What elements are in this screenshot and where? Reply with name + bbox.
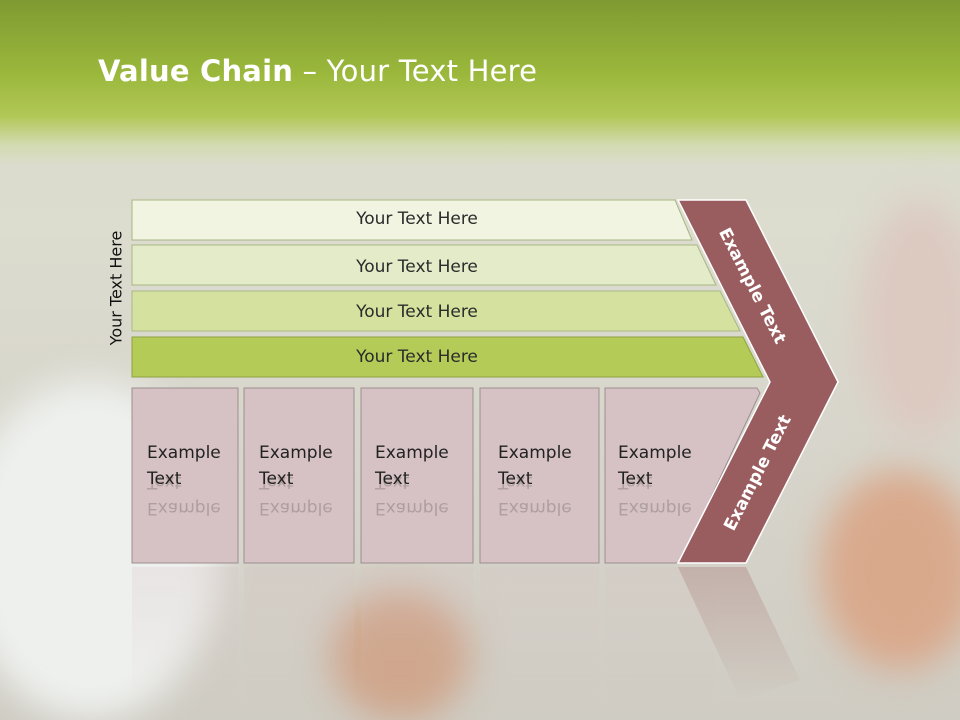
title-bold: Value Chain [98, 54, 294, 88]
row-bar-1 [131, 199, 693, 241]
reflect-label-5-line1: Example [618, 498, 692, 518]
reflect-label-1-line1: Example [147, 498, 221, 518]
box-4 [479, 387, 600, 564]
row-label-4: Your Text Here [356, 347, 478, 367]
box-label-3-line2: Text [375, 469, 410, 489]
reflect-label-4: Example Text [498, 469, 572, 521]
reflect-label-3: Example Text [375, 469, 449, 521]
background-blur-right [860, 200, 960, 440]
box-3 [360, 387, 474, 564]
chevron-arrow [676, 199, 839, 564]
reflect-label-4-line1: Example [498, 498, 572, 518]
row-bar-2 [131, 244, 717, 286]
row-bar-3 [131, 290, 741, 332]
box-1 [131, 387, 239, 564]
background-blur-hand [820, 470, 960, 670]
reflect-label-1: Example Text [147, 469, 221, 521]
reflect-label-2-line1: Example [259, 498, 333, 518]
boxes-reflection [132, 567, 800, 707]
title-rest: – Your Text Here [293, 54, 538, 88]
reflect-label-4-line2: Text [498, 472, 533, 492]
box-label-3-line1: Example [375, 443, 449, 463]
box-5 [604, 387, 761, 564]
box-label-5-line2: Text [618, 469, 653, 489]
box-2 [243, 387, 355, 564]
box-label-4-line2: Text [498, 469, 533, 489]
box-label-5-line1: Example [618, 443, 692, 463]
box-label-2-line1: Example [259, 443, 333, 463]
reflect-label-3-line2: Text [375, 472, 410, 492]
row-label-3: Your Text Here [356, 302, 478, 322]
box-label-2-line2: Text [259, 469, 294, 489]
box-label-4-line1: Example [498, 443, 572, 463]
header-band [0, 0, 960, 165]
row-label-2: Your Text Here [356, 257, 478, 277]
slide-title: Value Chain – Your Text Here [98, 54, 537, 88]
reflect-label-2-line2: Text [259, 472, 294, 492]
reflect-label-2: Example Text [259, 469, 333, 521]
box-label-1-line1: Example [147, 443, 221, 463]
row-label-1: Your Text Here [356, 209, 478, 229]
row-bar-4 [131, 336, 764, 378]
reflect-label-5: Example Text [618, 469, 692, 521]
reflect-label-1-line2: Text [147, 472, 182, 492]
box-label-1-line2: Text [147, 469, 182, 489]
reflect-label-5-line2: Text [618, 472, 653, 492]
reflect-label-3-line1: Example [375, 498, 449, 518]
